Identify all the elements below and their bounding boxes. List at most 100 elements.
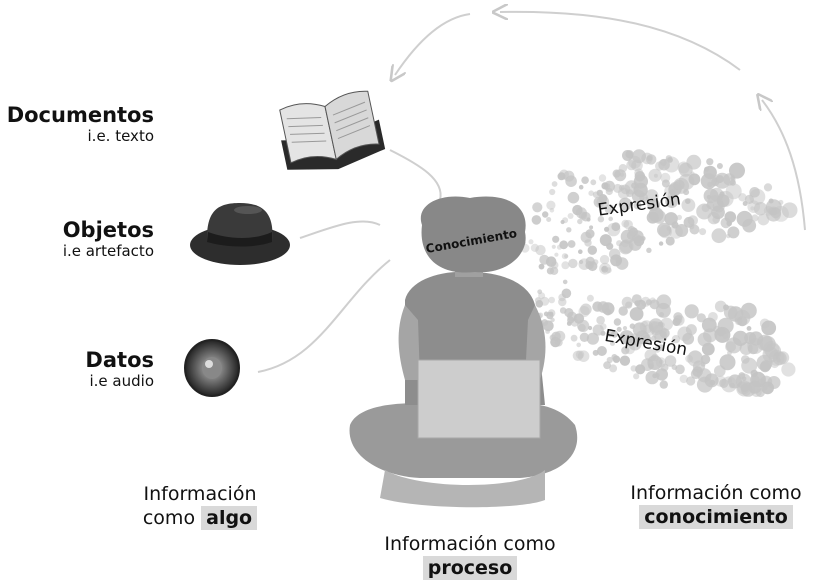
expression-dot bbox=[599, 254, 610, 265]
expression-dot bbox=[645, 189, 659, 203]
expression-dot bbox=[618, 197, 632, 211]
book-icon bbox=[279, 90, 386, 170]
expression-dot bbox=[586, 294, 594, 302]
expression-dot bbox=[578, 184, 584, 190]
expression-dot bbox=[646, 247, 652, 253]
expression-dot bbox=[677, 326, 692, 342]
item-title: Objetos bbox=[62, 218, 154, 242]
expression-dot bbox=[604, 204, 615, 215]
expression-dot bbox=[618, 184, 625, 191]
expression-dot bbox=[534, 297, 542, 304]
expression-dot bbox=[701, 317, 717, 333]
expression-dot bbox=[532, 202, 543, 213]
expression-dot bbox=[633, 201, 642, 210]
expression-dot bbox=[609, 248, 621, 260]
expression-dot bbox=[575, 207, 588, 219]
expression-dot bbox=[554, 330, 566, 342]
expression-dot bbox=[621, 346, 630, 355]
expression-dot bbox=[629, 307, 644, 321]
expression-dot bbox=[738, 372, 746, 379]
connector-documentos bbox=[389, 149, 442, 201]
expression-dot bbox=[739, 342, 753, 355]
expression-dot bbox=[625, 301, 633, 309]
expression-dot bbox=[701, 342, 715, 356]
expression-dot bbox=[725, 337, 742, 354]
expression-dot bbox=[653, 173, 658, 178]
caption-conocimiento-line1: Información como bbox=[630, 482, 802, 504]
expression-dot bbox=[687, 350, 704, 367]
expression-dot bbox=[660, 317, 673, 331]
expression-dot bbox=[561, 253, 569, 260]
expression-dot bbox=[635, 364, 646, 375]
expression-dot bbox=[696, 313, 706, 323]
head-hair bbox=[420, 196, 526, 273]
expression-dot bbox=[551, 244, 556, 249]
cycle-arrow-left bbox=[395, 13, 471, 75]
expression-dot bbox=[719, 354, 736, 371]
caption-proceso-highlight: proceso bbox=[422, 556, 518, 580]
expression-dot bbox=[714, 365, 726, 377]
expression-dot bbox=[568, 258, 578, 269]
expression-dot bbox=[781, 202, 798, 218]
expression-dot bbox=[678, 162, 693, 177]
caption-algo-highlight: algo bbox=[201, 506, 258, 530]
expression-dot bbox=[562, 279, 568, 285]
expression-dot bbox=[699, 228, 707, 236]
expression-dot bbox=[659, 359, 664, 365]
expression-dot bbox=[700, 173, 717, 190]
caption-conocimiento-highlight: conocimiento bbox=[639, 505, 793, 529]
expression-dot bbox=[759, 361, 771, 373]
expression-dot bbox=[543, 311, 549, 317]
expression-dot bbox=[604, 226, 610, 232]
expression-dot bbox=[761, 381, 774, 395]
expression-dot bbox=[635, 330, 650, 345]
expression-dot bbox=[648, 318, 664, 333]
expression-dot bbox=[657, 222, 672, 237]
item-objetos: Objetos i.e artefacto bbox=[63, 218, 154, 260]
expression-dot bbox=[706, 194, 712, 200]
expression-dot bbox=[740, 302, 757, 319]
expression-dot bbox=[632, 149, 646, 164]
expression-dot bbox=[549, 188, 556, 196]
expression-dot bbox=[667, 157, 673, 163]
caption-algo: Información como algo bbox=[120, 482, 280, 530]
cycle-arrow-top bbox=[500, 12, 741, 71]
person-figure bbox=[349, 196, 578, 508]
expression-dot bbox=[621, 219, 630, 228]
expression-dot bbox=[646, 155, 653, 161]
expression-dot bbox=[746, 326, 752, 331]
expression-dot bbox=[778, 199, 784, 205]
expression-dot bbox=[753, 202, 768, 216]
expression-dot bbox=[744, 194, 755, 204]
expression-dot bbox=[587, 245, 597, 255]
expression-dot bbox=[757, 213, 770, 226]
expression-dot bbox=[681, 198, 696, 213]
expression-dot bbox=[585, 256, 595, 266]
expression-dot bbox=[634, 168, 644, 178]
expression-dot bbox=[592, 191, 600, 198]
expression-dot bbox=[549, 208, 555, 213]
expression-arrow-bottom bbox=[515, 287, 796, 398]
expression-dot bbox=[723, 173, 736, 186]
expression-dot bbox=[597, 216, 605, 223]
expression-dot bbox=[603, 361, 611, 370]
expression-dot bbox=[624, 180, 639, 195]
item-subtitle: i.e. texto bbox=[87, 127, 154, 145]
expression-dot bbox=[741, 355, 750, 364]
expression-dot bbox=[750, 206, 755, 211]
expression-dot bbox=[630, 365, 637, 372]
expression-dot bbox=[750, 369, 758, 378]
expression-dot bbox=[634, 300, 641, 307]
expression-dot bbox=[665, 195, 679, 209]
item-subtitle: i.e artefacto bbox=[62, 242, 154, 260]
expression-dot bbox=[689, 224, 700, 235]
expression-dot bbox=[588, 325, 593, 331]
expression-dot bbox=[570, 334, 578, 342]
expression-dot bbox=[629, 227, 639, 237]
expression-dot bbox=[609, 340, 616, 346]
expression-dot bbox=[599, 262, 611, 275]
expression-dot bbox=[700, 354, 711, 365]
expression-dot bbox=[530, 243, 540, 252]
expression-dot bbox=[738, 193, 747, 202]
expression-dot bbox=[683, 189, 690, 196]
